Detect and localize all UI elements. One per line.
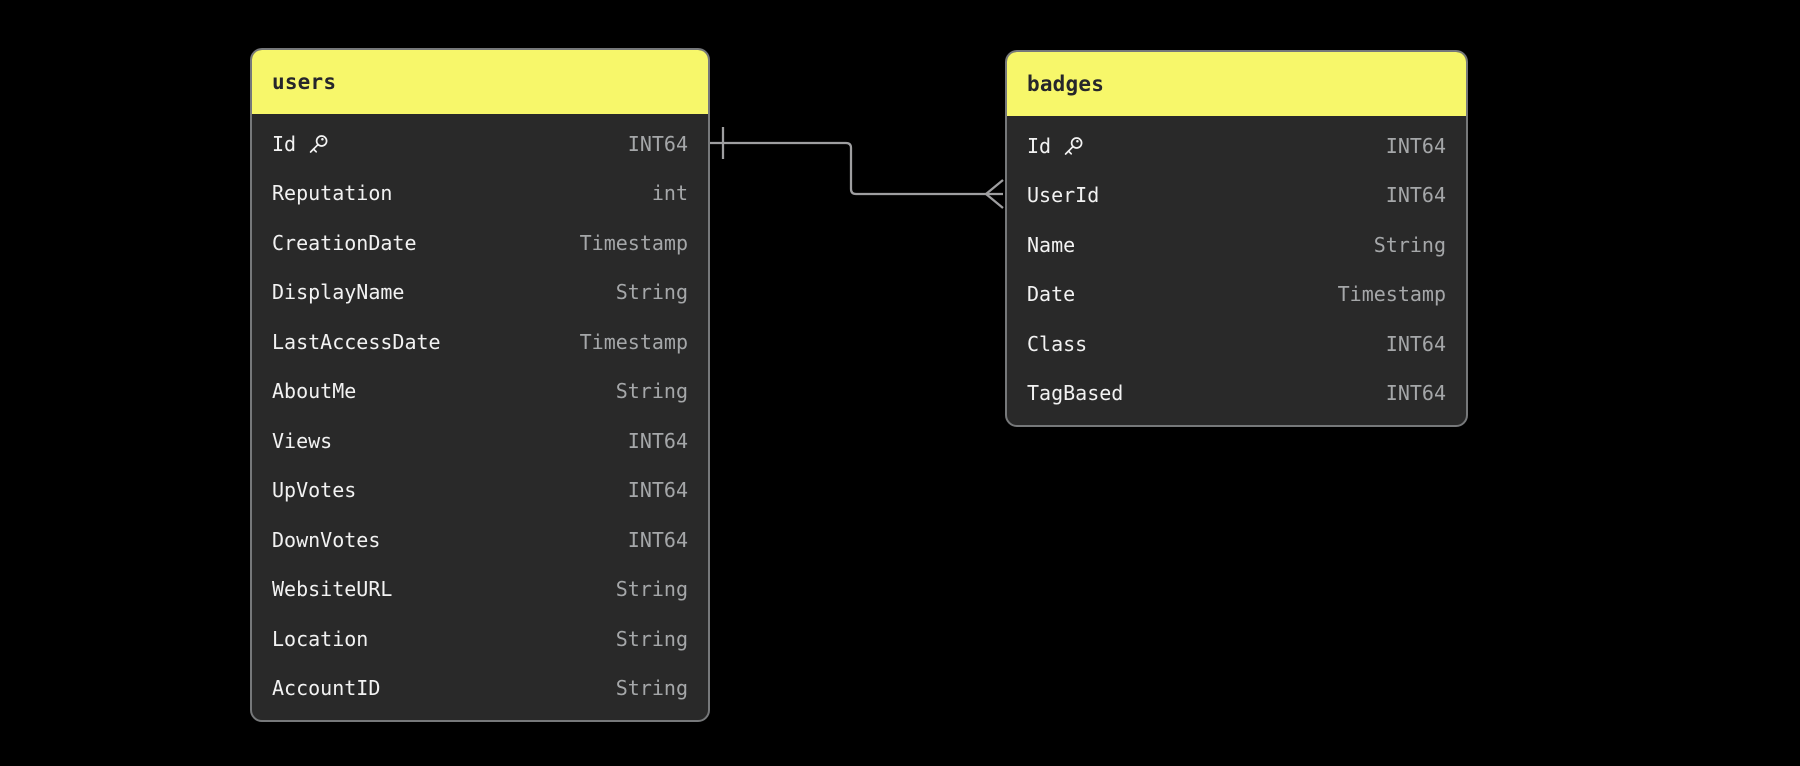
table-users-fields: Id INT64 Reputation int CreationDate Tim… bbox=[252, 114, 708, 720]
field-row-date[interactable]: Date Timestamp bbox=[1007, 270, 1466, 320]
field-type: INT64 bbox=[627, 527, 688, 552]
field-row-downvotes[interactable]: DownVotes INT64 bbox=[252, 515, 708, 565]
table-badges[interactable]: badges Id INT64 UserId INT64 Name String… bbox=[1005, 50, 1468, 427]
field-name: UserId bbox=[1027, 183, 1100, 208]
field-type: String bbox=[615, 577, 688, 602]
field-row-aboutme[interactable]: AboutMe String bbox=[252, 367, 708, 417]
many-cardinality-crowfoot bbox=[984, 179, 1004, 209]
table-title: users bbox=[272, 70, 337, 94]
field-type: String bbox=[1373, 232, 1446, 257]
field-name: Location bbox=[272, 626, 369, 651]
field-name: TagBased bbox=[1027, 381, 1124, 406]
field-type: String bbox=[615, 676, 688, 701]
field-name: Date bbox=[1027, 282, 1076, 307]
field-type: Timestamp bbox=[579, 230, 688, 255]
field-name: AboutMe bbox=[272, 379, 357, 404]
table-title: badges bbox=[1027, 72, 1105, 96]
field-type: INT64 bbox=[1385, 331, 1446, 356]
field-row-id[interactable]: Id INT64 bbox=[1007, 121, 1466, 171]
field-type: String bbox=[615, 379, 688, 404]
field-row-creationdate[interactable]: CreationDate Timestamp bbox=[252, 218, 708, 268]
field-name: WebsiteURL bbox=[272, 577, 393, 602]
field-row-displayname[interactable]: DisplayName String bbox=[252, 268, 708, 318]
field-name: Id bbox=[1027, 133, 1052, 158]
field-type: INT64 bbox=[1385, 133, 1446, 158]
field-type: INT64 bbox=[1385, 381, 1446, 406]
field-type: INT64 bbox=[627, 478, 688, 503]
field-name: Id bbox=[272, 131, 297, 156]
field-row-views[interactable]: Views INT64 bbox=[252, 416, 708, 466]
field-row-userid[interactable]: UserId INT64 bbox=[1007, 171, 1466, 221]
field-row-upvotes[interactable]: UpVotes INT64 bbox=[252, 466, 708, 516]
connector-line[interactable] bbox=[710, 141, 1003, 196]
field-row-location[interactable]: Location String bbox=[252, 614, 708, 664]
field-name: DownVotes bbox=[272, 527, 381, 552]
field-row-websiteurl[interactable]: WebsiteURL String bbox=[252, 565, 708, 615]
field-name: Reputation bbox=[272, 181, 393, 206]
field-type: Timestamp bbox=[579, 329, 688, 354]
table-users-header[interactable]: users bbox=[252, 50, 708, 114]
field-row-name[interactable]: Name String bbox=[1007, 220, 1466, 270]
field-name: Views bbox=[272, 428, 333, 453]
field-type: String bbox=[615, 280, 688, 305]
field-name: Class bbox=[1027, 331, 1088, 356]
field-row-reputation[interactable]: Reputation int bbox=[252, 169, 708, 219]
table-badges-header[interactable]: badges bbox=[1007, 52, 1466, 116]
field-row-lastaccessdate[interactable]: LastAccessDate Timestamp bbox=[252, 317, 708, 367]
field-type: INT64 bbox=[627, 131, 688, 156]
table-users[interactable]: users Id INT64 Reputation int CreationDa… bbox=[250, 48, 710, 722]
field-type: INT64 bbox=[627, 428, 688, 453]
field-name: CreationDate bbox=[272, 230, 417, 255]
field-type: String bbox=[615, 626, 688, 651]
field-name: AccountID bbox=[272, 676, 381, 701]
field-type: int bbox=[651, 181, 688, 206]
field-row-tagbased[interactable]: TagBased INT64 bbox=[1007, 369, 1466, 419]
field-row-accountid[interactable]: AccountID String bbox=[252, 664, 708, 714]
field-name: LastAccessDate bbox=[272, 329, 441, 354]
key-icon bbox=[306, 133, 330, 157]
table-badges-fields: Id INT64 UserId INT64 Name String Date T… bbox=[1007, 116, 1466, 425]
field-row-id[interactable]: Id INT64 bbox=[252, 119, 708, 169]
field-row-class[interactable]: Class INT64 bbox=[1007, 319, 1466, 369]
field-name: DisplayName bbox=[272, 280, 405, 305]
field-type: INT64 bbox=[1385, 183, 1446, 208]
field-type: Timestamp bbox=[1337, 282, 1446, 307]
field-name: UpVotes bbox=[272, 478, 357, 503]
key-icon bbox=[1061, 135, 1085, 159]
field-name: Name bbox=[1027, 232, 1076, 257]
